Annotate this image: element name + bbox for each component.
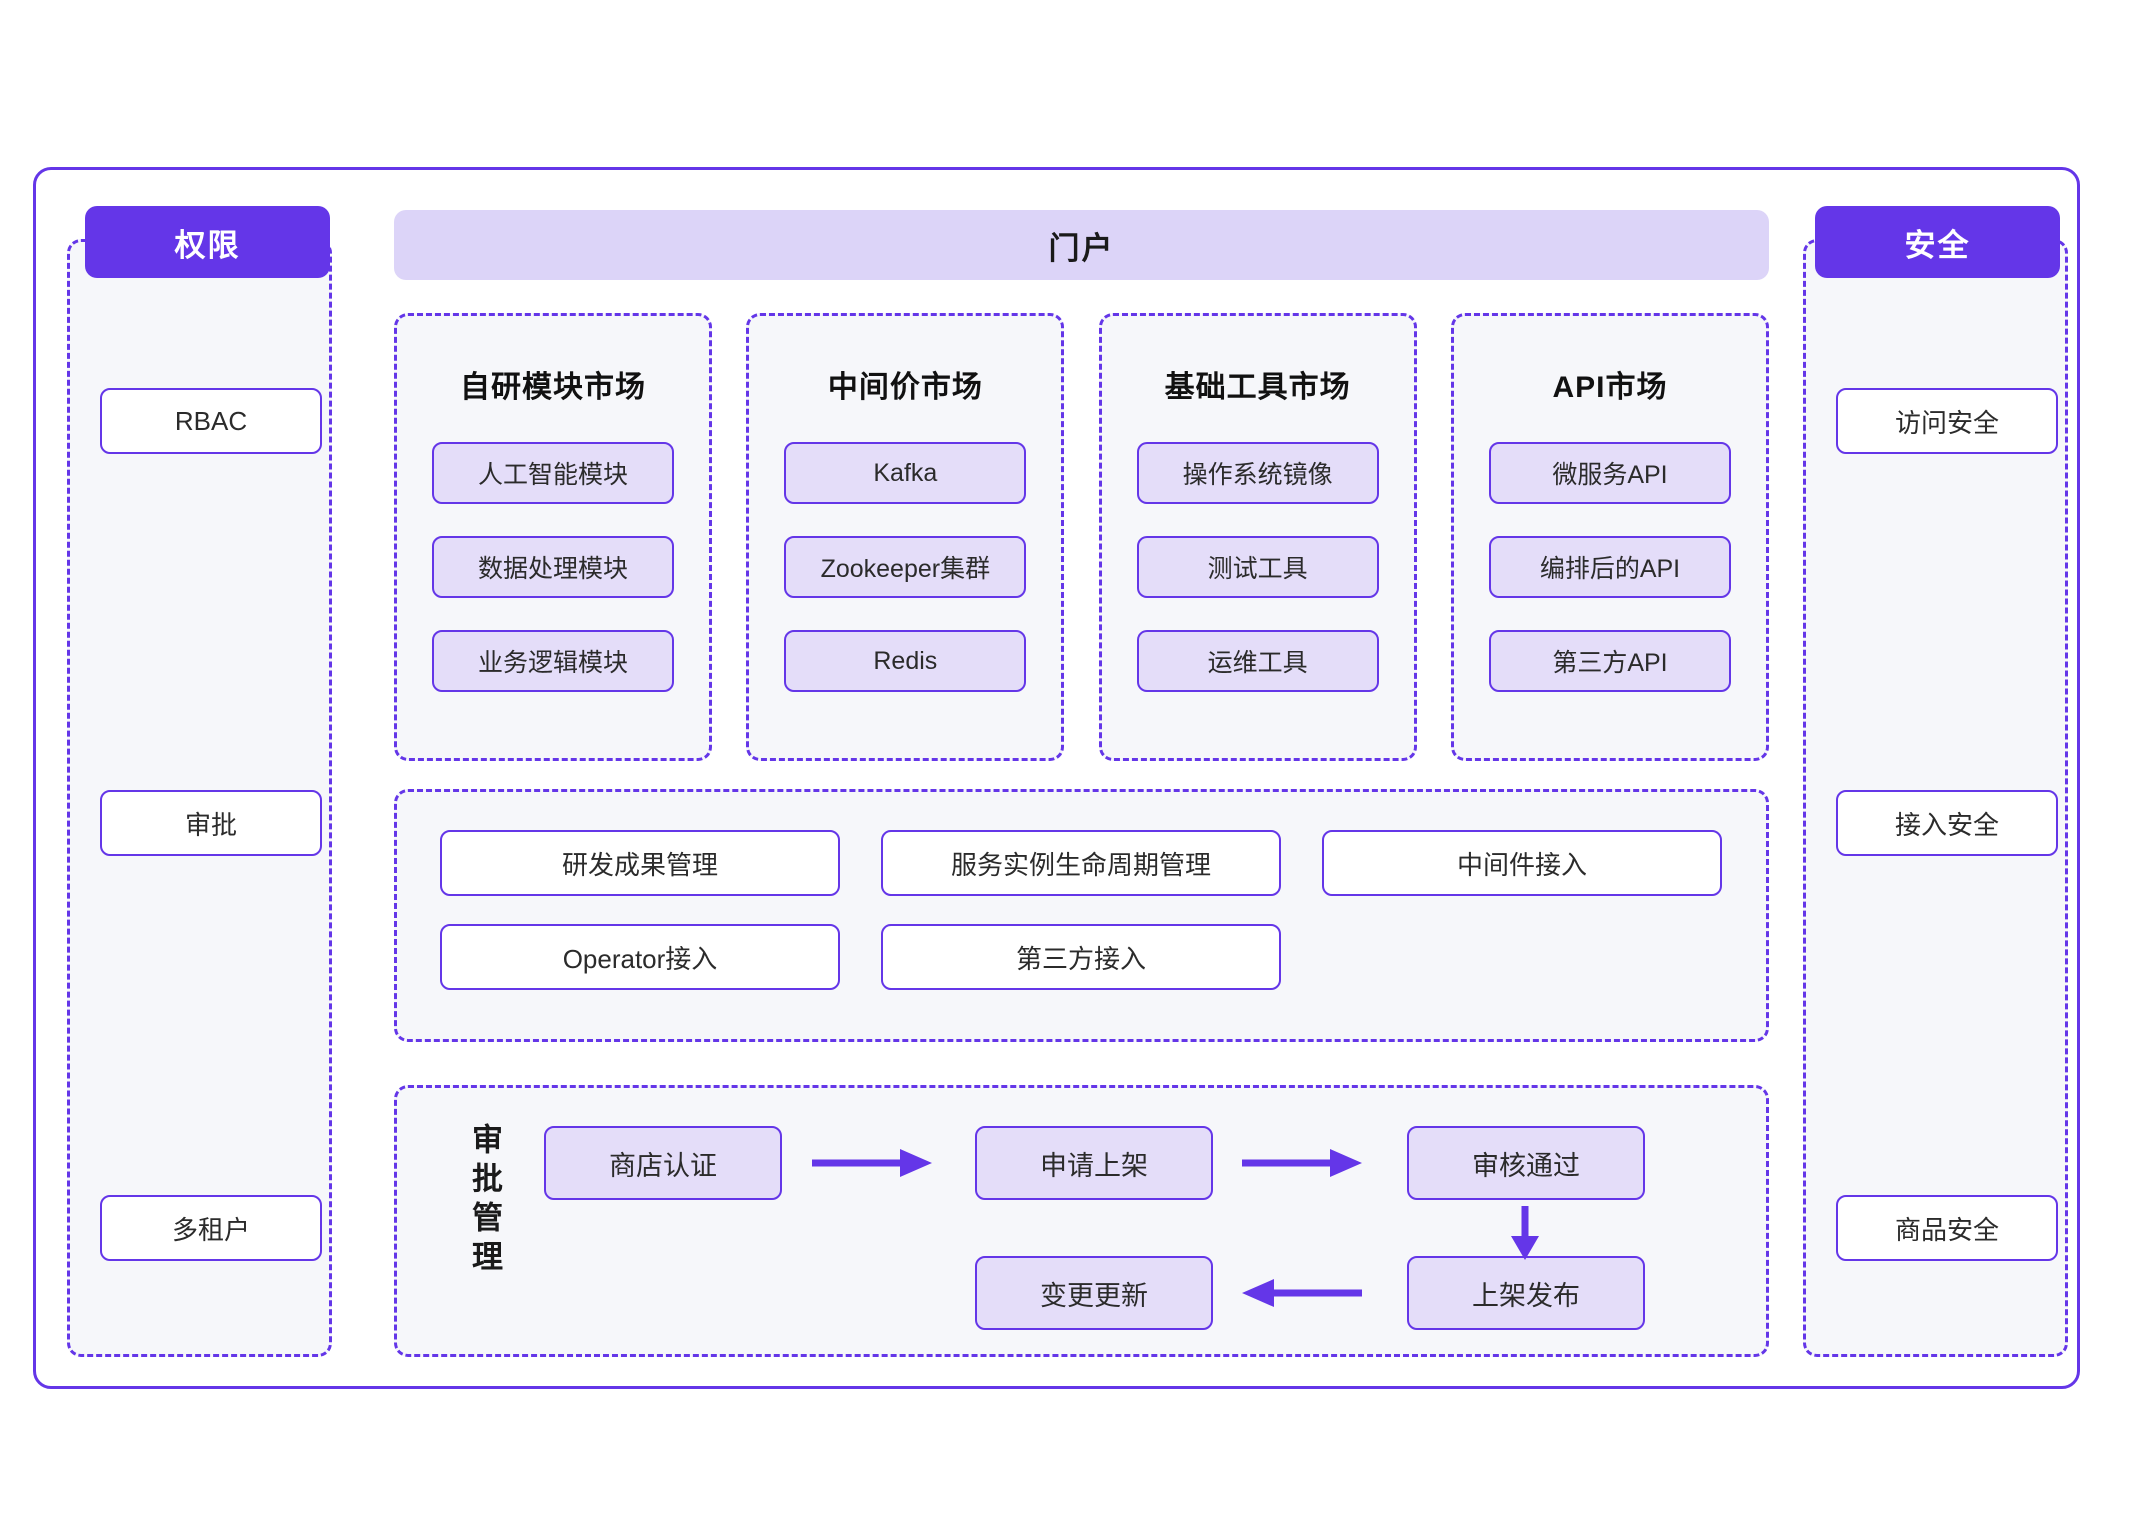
market-chip[interactable]: 数据处理模块 bbox=[432, 536, 674, 598]
market-chip[interactable]: 测试工具 bbox=[1136, 536, 1379, 598]
arrow-right-icon bbox=[1242, 1146, 1362, 1180]
market-column-base-tools: 基础工具市场 操作系统镜像 测试工具 运维工具 bbox=[1098, 313, 1417, 761]
flow-node-review-passed[interactable]: 审核通过 bbox=[1407, 1126, 1645, 1200]
market-row: 自研模块市场 人工智能模块 数据处理模块 业务逻辑模块 中间价市场 Kafka … bbox=[394, 313, 1769, 761]
market-column-self-developed: 自研模块市场 人工智能模块 数据处理模块 业务逻辑模块 bbox=[394, 313, 712, 761]
security-item-product[interactable]: 商品安全 bbox=[1836, 1195, 2058, 1261]
market-chip[interactable]: 第三方API bbox=[1488, 630, 1731, 692]
market-column-middleware: 中间价市场 Kafka Zookeeper集群 Redis bbox=[746, 313, 1065, 761]
portal-banner: 门户 bbox=[394, 210, 1769, 280]
management-section: 研发成果管理 服务实例生命周期管理 中间件接入 Operator接入 第三方接入 bbox=[394, 789, 1769, 1042]
market-title: API市场 bbox=[1552, 371, 1668, 404]
market-title: 中间价市场 bbox=[827, 371, 983, 404]
flow-node-apply-listing[interactable]: 申请上架 bbox=[975, 1126, 1213, 1200]
management-chip-service-lifecycle[interactable]: 服务实例生命周期管理 bbox=[881, 830, 1281, 896]
management-chip-operator-access[interactable]: Operator接入 bbox=[440, 924, 840, 990]
market-chip[interactable]: Redis bbox=[784, 630, 1027, 692]
market-chip[interactable]: 编排后的API bbox=[1488, 536, 1731, 598]
market-title: 自研模块市场 bbox=[460, 371, 646, 404]
permission-item-rbac[interactable]: RBAC bbox=[100, 388, 322, 454]
market-title: 基础工具市场 bbox=[1164, 371, 1351, 404]
flow-node-store-certification[interactable]: 商店认证 bbox=[544, 1126, 782, 1200]
flow-node-publish-listing[interactable]: 上架发布 bbox=[1407, 1256, 1645, 1330]
security-panel-header: 安全 bbox=[1815, 206, 2060, 278]
market-column-api: API市场 微服务API 编排后的API 第三方API bbox=[1450, 313, 1769, 761]
market-chip[interactable]: 操作系统镜像 bbox=[1136, 442, 1379, 504]
market-chip[interactable]: 运维工具 bbox=[1136, 630, 1379, 692]
market-chip[interactable]: Kafka bbox=[784, 442, 1027, 504]
security-item-access[interactable]: 访问安全 bbox=[1836, 388, 2058, 454]
arrow-down-icon bbox=[1505, 1206, 1545, 1260]
approval-flow-label: 审批管理 bbox=[467, 1123, 502, 1279]
approval-flow-section: 审批管理 商店认证 申请上架 审核通过 上架发布 变更更新 bbox=[394, 1085, 1769, 1357]
management-row-2: Operator接入 第三方接入 bbox=[440, 924, 1766, 990]
permission-panel-header: 权限 bbox=[85, 206, 330, 278]
market-chip[interactable]: 人工智能模块 bbox=[432, 442, 674, 504]
management-chip-rd-results[interactable]: 研发成果管理 bbox=[440, 830, 840, 896]
market-chip[interactable]: 业务逻辑模块 bbox=[432, 630, 674, 692]
management-chip-third-party-access[interactable]: 第三方接入 bbox=[881, 924, 1281, 990]
flow-node-change-update[interactable]: 变更更新 bbox=[975, 1256, 1213, 1330]
management-row-1: 研发成果管理 服务实例生命周期管理 中间件接入 bbox=[440, 830, 1766, 896]
market-chip[interactable]: Zookeeper集群 bbox=[784, 536, 1027, 598]
permission-item-approval[interactable]: 审批 bbox=[100, 790, 322, 856]
permission-item-multitenant[interactable]: 多租户 bbox=[100, 1195, 322, 1261]
arrow-left-icon bbox=[1242, 1276, 1362, 1310]
security-item-connection[interactable]: 接入安全 bbox=[1836, 790, 2058, 856]
market-chip[interactable]: 微服务API bbox=[1488, 442, 1731, 504]
management-chip-middleware-access[interactable]: 中间件接入 bbox=[1322, 830, 1722, 896]
arrow-right-icon bbox=[812, 1146, 932, 1180]
